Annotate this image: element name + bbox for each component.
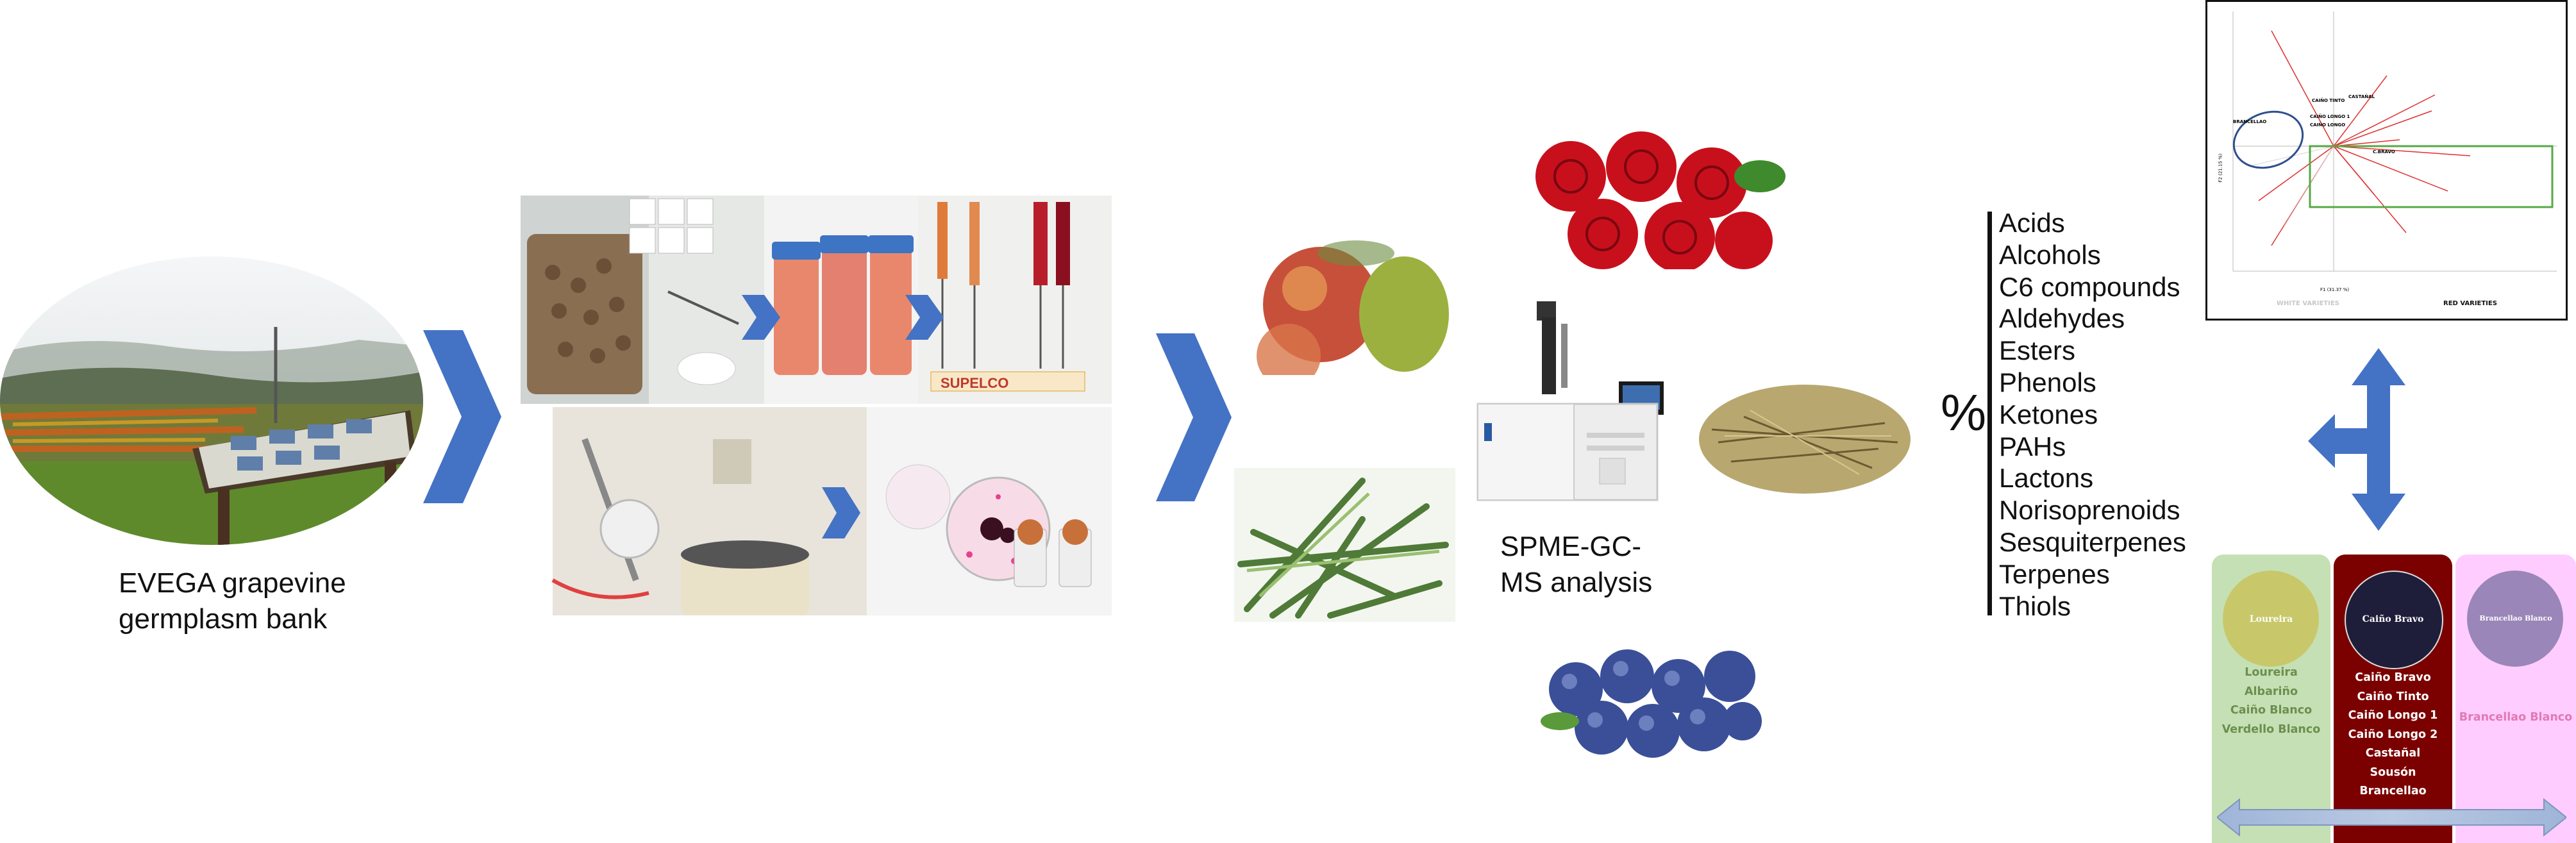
- compound-family-item: PAHs: [1999, 431, 2066, 462]
- list-item: Brancellao Blanco: [2459, 711, 2573, 724]
- compound-family-item: C6 compounds: [1999, 271, 2180, 302]
- chevron-right-icon: [1156, 333, 1232, 501]
- grass-image: [1234, 468, 1455, 622]
- list-item: Loureira: [2245, 666, 2298, 679]
- red-varieties-label: RED VARIETIES: [2443, 300, 2497, 307]
- list-item: Sousón: [2370, 765, 2416, 779]
- list-item: Castañal: [2365, 747, 2421, 760]
- instrument-caption: SPME-GC- MS analysis: [1500, 529, 1652, 601]
- compound-family-item: Aldehydes: [1999, 303, 2125, 334]
- white-varieties-label: WHITE VARIETIES: [2277, 300, 2339, 307]
- point-label: CAIÑO TINTO: [2312, 98, 2345, 103]
- bracket-line: [1987, 212, 1992, 615]
- double-arrow-icon: [2217, 798, 2566, 837]
- pink-grape-badge: Brancellao Blanco: [2479, 614, 2552, 622]
- biplot-panel: CAIÑO TINTO CAIÑO LONGO 1 CAIÑO LONGO CA…: [2205, 0, 2568, 321]
- percent-symbol: %: [1941, 384, 1987, 441]
- list-item: Albariño: [2245, 685, 2298, 698]
- point-label: CASTAÑAL: [2348, 94, 2375, 99]
- white-grape-badge: Loureira: [2249, 614, 2293, 624]
- red-grape-badge: Caiño Bravo: [2362, 614, 2424, 624]
- list-item: Caiño Bravo: [2355, 671, 2431, 684]
- fruit-image: [1257, 240, 1449, 375]
- compound-family-item: Norisoprenoids: [1999, 495, 2180, 526]
- list-item: Verdello Blanco: [2221, 722, 2321, 736]
- vineyard-caption-line2: germplasm bank: [119, 603, 328, 635]
- pink-varieties-list: Brancellao Blanco: [2455, 708, 2576, 728]
- list-item: Caiño Longo 2: [2348, 728, 2438, 741]
- point-label: C.BRAVO: [2373, 149, 2395, 154]
- red-grape-image: [2345, 571, 2443, 669]
- list-item: Brancellao: [2359, 785, 2427, 797]
- blueberries-image: [1541, 649, 1762, 758]
- axis-y-label: F2 (21.15 %): [2218, 153, 2223, 183]
- white-varieties-list: Loureira Albariño Caiño Blanco Verdello …: [2212, 664, 2330, 739]
- compound-family-item: Thiols: [1999, 590, 2071, 621]
- point-label: CAIÑO LONGO: [2310, 122, 2346, 128]
- vineyard-caption: EVEGA grapevine germplasm bank: [119, 565, 346, 637]
- list-item: Caiño Blanco: [2230, 704, 2313, 717]
- compound-family-item: Ketones: [1999, 399, 2098, 430]
- lab-collage: SUPELCO: [521, 196, 1112, 615]
- info-panel: [192, 410, 417, 545]
- point-label: CAIÑO LONGO 1: [2310, 114, 2350, 119]
- compound-family-item: Esters: [1999, 335, 2076, 366]
- axis-x-label: F1 (31.37 %): [2320, 287, 2350, 292]
- compound-family-item: Sesquiterpenes: [1999, 526, 2186, 557]
- list-item: Caiño Longo 1: [2348, 709, 2438, 722]
- gc-ms-instrument: [1476, 301, 1664, 501]
- red-varieties-list: Caiño Bravo Caiño Tinto Caiño Longo 1 Ca…: [2334, 669, 2452, 801]
- pink-varieties-column: Brancellao Blanco Brancellao Blanco: [2455, 555, 2576, 843]
- compound-family-item: Alcohols: [1999, 239, 2101, 270]
- chevron-right-icon: [423, 330, 501, 503]
- point-label: BRANCELLAO: [2233, 119, 2267, 124]
- white-varieties-column: Loureira Loureira Albariño Caiño Blanco …: [2212, 555, 2330, 843]
- pink-grape-image: [2467, 571, 2563, 667]
- compound-family-item: Terpenes: [1999, 558, 2110, 589]
- compound-family-item: Phenols: [1999, 367, 2096, 397]
- compound-family-item: Acids: [1999, 208, 2065, 238]
- hay-image: [1699, 385, 1911, 494]
- red-varieties-column: Caiño Bravo Caiño Bravo Caiño Tinto Caiñ…: [2334, 555, 2452, 843]
- instrument-caption-line1: SPME-GC-: [1500, 531, 1641, 562]
- supelco-label: SUPELCO: [941, 375, 1008, 391]
- t-arrow-icon: [2308, 348, 2405, 531]
- roses-image: [1535, 131, 1786, 269]
- instrument-caption-line2: MS analysis: [1500, 567, 1653, 598]
- list-item: Caiño Tinto: [2357, 690, 2429, 703]
- white-grape-image: [2223, 571, 2319, 667]
- vineyard-photo: [0, 256, 423, 545]
- vineyard-caption-line1: EVEGA grapevine: [119, 567, 346, 599]
- compound-family-item: Lactons: [1999, 463, 2094, 494]
